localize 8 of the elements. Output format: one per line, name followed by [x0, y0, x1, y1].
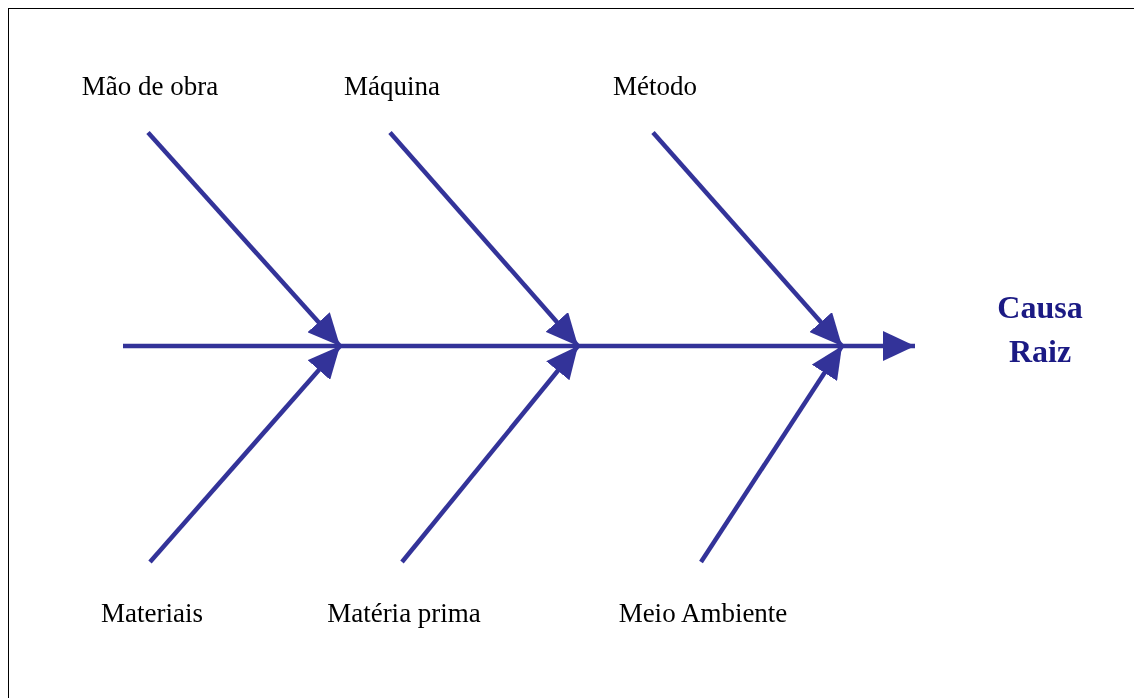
spine-arrow	[123, 331, 915, 361]
category-label: Mão de obra	[81, 70, 219, 103]
category-label: Método	[613, 70, 697, 103]
category-label: Matéria prima	[327, 597, 481, 630]
effect-label: Causa Raiz	[985, 285, 1095, 374]
category-label: Meio Ambiente	[618, 597, 788, 630]
category-label: Máquina	[344, 70, 440, 103]
category-label: Materiais	[101, 597, 203, 630]
